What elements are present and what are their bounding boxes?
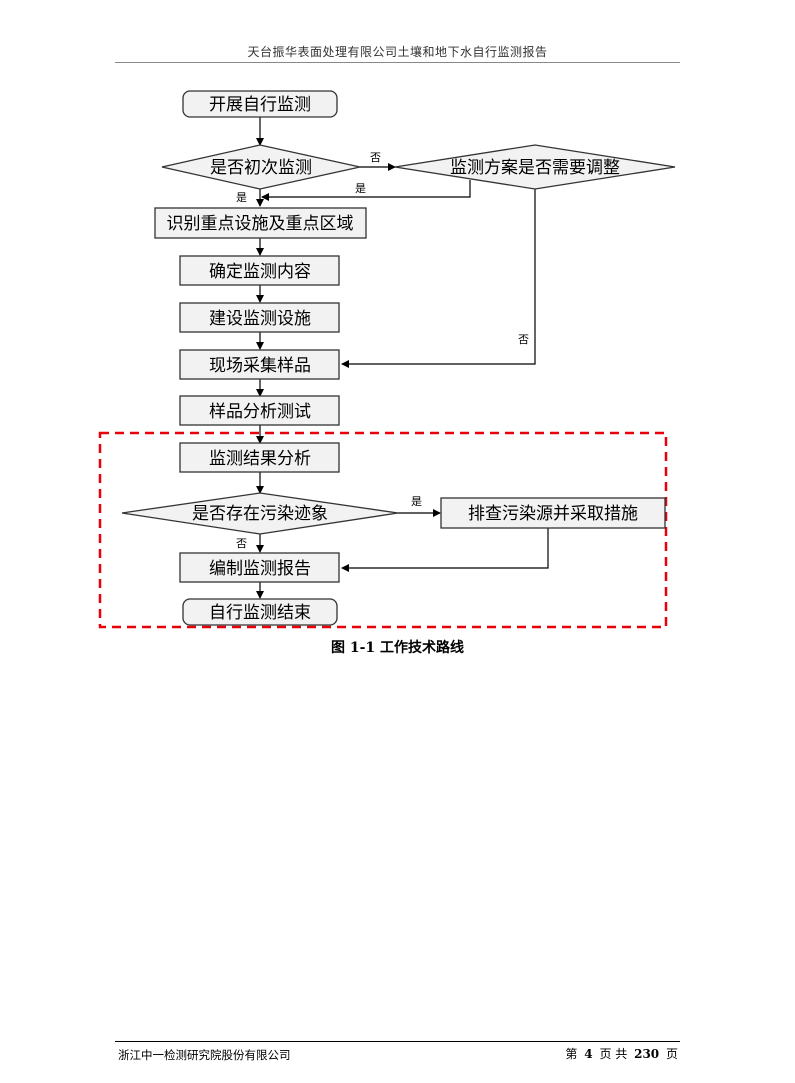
label-yes-first: 是 — [236, 191, 247, 204]
footer-page-info: 第 4 页 共 230 页 — [560, 1045, 678, 1062]
label-yes-plan: 是 — [355, 182, 366, 195]
end-label: 自行监测结束 — [209, 603, 311, 623]
footer-company: 浙江中一检测研究院股份有限公司 — [118, 1048, 291, 1062]
arrow-plan-yes — [261, 180, 471, 201]
result-label: 监测结果分析 — [209, 449, 311, 469]
determine-box — [179, 255, 340, 286]
decision-first-time — [161, 144, 361, 190]
decision-plan-adjust-label: 监测方案是否需要调整 — [450, 158, 620, 178]
arrow-plan-no — [341, 189, 536, 368]
identify-box — [154, 207, 367, 239]
page-number: 4 — [584, 1047, 593, 1061]
label-no-first: 否 — [370, 151, 381, 164]
identify-label: 识别重点设施及重点区域 — [167, 214, 354, 234]
report-box — [179, 552, 340, 583]
investigate-box — [440, 497, 666, 529]
decision-pollution — [121, 492, 399, 535]
result-box — [179, 442, 340, 473]
connectors — [256, 117, 549, 599]
start-terminal — [182, 90, 338, 118]
testing-box — [179, 395, 340, 426]
build-label: 建设监测设施 — [209, 309, 311, 329]
figure-caption: 图 1-1 工作技术路线 — [330, 640, 465, 656]
highlight-region — [98, 431, 668, 629]
label-no-plan: 否 — [518, 333, 529, 346]
footer-divider — [115, 1041, 680, 1042]
sampling-box — [179, 349, 340, 380]
label-no-pollution: 否 — [236, 537, 247, 550]
end-terminal — [182, 598, 338, 626]
testing-label: 样品分析测试 — [209, 402, 311, 422]
page-total: 230 — [634, 1047, 660, 1061]
investigate-label: 排查污染源并采取措施 — [468, 504, 638, 524]
report-label: 编制监测报告 — [209, 559, 311, 579]
decision-pollution-label: 是否存在污染迹象 — [192, 504, 328, 524]
decision-plan-adjust — [394, 144, 676, 190]
header-divider — [115, 62, 680, 63]
page-mid: 页 共 — [599, 1047, 628, 1061]
start-label: 开展自行监测 — [209, 95, 311, 115]
label-yes-pollution: 是 — [411, 495, 422, 508]
page-prefix: 第 — [565, 1047, 578, 1061]
sampling-label: 现场采集样品 — [209, 356, 311, 376]
flowchart: 开展自行监测 是否初次监测 监测方案是否需要调整 识别重点设施及重点区域 确定监… — [98, 90, 676, 629]
page-header: 天台振华表面处理有限公司土壤和地下水自行监测报告 — [247, 45, 548, 59]
determine-label: 确定监测内容 — [209, 262, 311, 282]
arrow-investigate-to-report — [341, 528, 549, 572]
decision-first-time-label: 是否初次监测 — [210, 158, 312, 178]
build-box — [179, 302, 340, 333]
page-suffix: 页 — [665, 1047, 678, 1061]
